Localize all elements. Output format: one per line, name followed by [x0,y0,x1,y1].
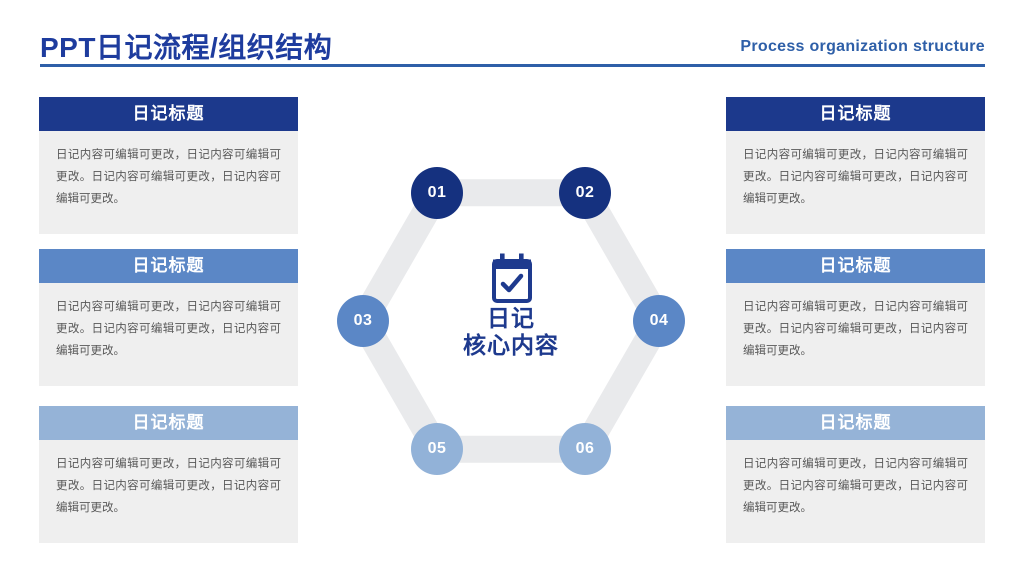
card-title-bar: 日记标题 [39,406,298,440]
card-body-text: 日记内容可编辑可更改，日记内容可编辑可更改。日记内容可编辑可更改，日记内容可编辑… [726,283,985,386]
step-node-01: 01 [411,167,463,219]
diary-card-right-2: 日记标题 日记内容可编辑可更改，日记内容可编辑可更改。日记内容可编辑可更改，日记… [726,249,985,386]
page-subtitle: Process organization structure [740,38,985,55]
core-label-line2: 核心内容 [463,332,559,358]
card-body-text: 日记内容可编辑可更改，日记内容可编辑可更改。日记内容可编辑可更改，日记内容可编辑… [726,131,985,234]
card-title-bar: 日记标题 [726,97,985,131]
diary-card-right-1: 日记标题 日记内容可编辑可更改，日记内容可编辑可更改。日记内容可编辑可更改，日记… [726,97,985,234]
step-node-03: 03 [337,295,389,347]
diary-card-left-3: 日记标题 日记内容可编辑可更改，日记内容可编辑可更改。日记内容可编辑可更改，日记… [39,406,298,543]
title-divider-line [40,64,985,67]
step-node-06: 06 [559,423,611,475]
card-title-bar: 日记标题 [39,249,298,283]
card-body-text: 日记内容可编辑可更改，日记内容可编辑可更改。日记内容可编辑可更改，日记内容可编辑… [39,131,298,234]
diary-card-left-1: 日记标题 日记内容可编辑可更改，日记内容可编辑可更改。日记内容可编辑可更改，日记… [39,97,298,234]
calendar-check-icon [492,253,532,303]
diary-card-right-3: 日记标题 日记内容可编辑可更改，日记内容可编辑可更改。日记内容可编辑可更改，日记… [726,406,985,543]
step-node-05: 05 [411,423,463,475]
page-title: PPT日记流程/组织结构 [40,32,333,63]
card-title-bar: 日记标题 [726,249,985,283]
card-title-bar: 日记标题 [39,97,298,131]
card-body-text: 日记内容可编辑可更改，日记内容可编辑可更改。日记内容可编辑可更改，日记内容可编辑… [39,440,298,543]
card-body-text: 日记内容可编辑可更改，日记内容可编辑可更改。日记内容可编辑可更改，日记内容可编辑… [726,440,985,543]
card-body-text: 日记内容可编辑可更改，日记内容可编辑可更改。日记内容可编辑可更改，日记内容可编辑… [39,283,298,386]
core-label-line1: 日记 [487,305,535,331]
step-node-02: 02 [559,167,611,219]
step-node-04: 04 [633,295,685,347]
diary-card-left-2: 日记标题 日记内容可编辑可更改，日记内容可编辑可更改。日记内容可编辑可更改，日记… [39,249,298,386]
card-title-bar: 日记标题 [726,406,985,440]
hexagon-core-label: 日记 核心内容 [411,305,611,359]
